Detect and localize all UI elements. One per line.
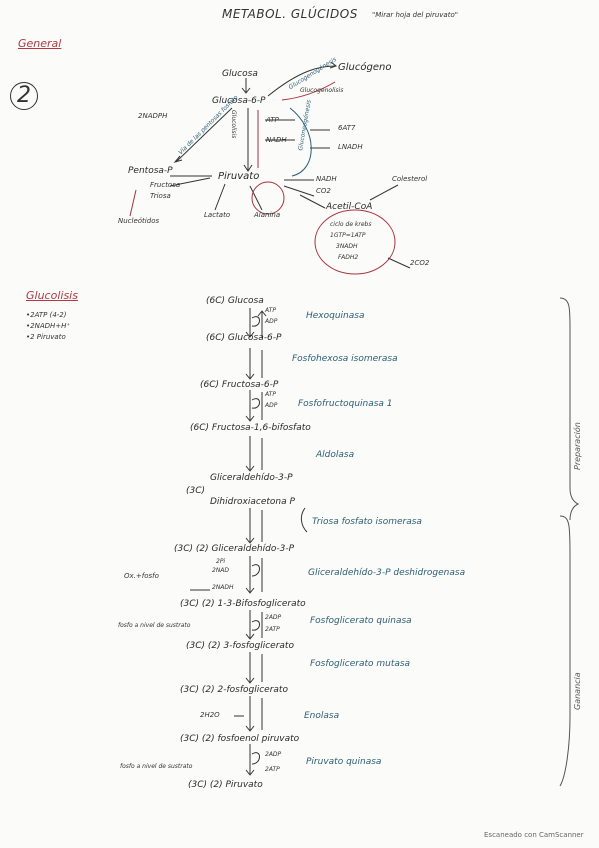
node-acetil-coa: Acetil-CoA xyxy=(326,202,373,212)
note-fosfo-sustrato-2: fosfo a nivel de sustrato xyxy=(120,763,193,770)
node-glucosa: Glucosa xyxy=(222,69,258,79)
node-glucosa-6-p: Glucosa-6-P xyxy=(212,96,266,106)
step-g3p-nad: 2NAD xyxy=(212,567,230,574)
step-gliceraldehido-3-p: Gliceraldehído-3-P xyxy=(210,473,293,483)
node-nucleotidos: Nucleótidos xyxy=(118,217,160,225)
krebs-line-4: FADH2 xyxy=(338,254,359,261)
section-number: 2 xyxy=(10,82,38,110)
enzyme-fosfoglicerato-mutasa: Fosfoglicerato mutasa xyxy=(310,659,411,669)
step-13bpg-adp: 2ADP xyxy=(265,614,282,621)
page-title: METABOL. GLÚCIDOS xyxy=(222,7,358,21)
enzyme-fosfofructoquinasa: Fosfofructoquinasa 1 xyxy=(298,399,393,409)
node-2co2: 2CO2 xyxy=(410,259,430,267)
enzyme-triosa-fosfato-isomerasa: Triosa fosfato isomerasa xyxy=(312,517,422,527)
step-gliceraldehido-3-p-2: (3C) (2) Gliceraldehído-3-P xyxy=(174,544,295,554)
node-2nadph: 2NADPH xyxy=(138,112,168,120)
step-pep-atp: 2ATP xyxy=(265,766,280,773)
enzyme-aldolasa: Aldolasa xyxy=(316,450,355,460)
step-fructosa-adp: ADP xyxy=(265,402,278,409)
node-fructosa: Fructosa xyxy=(150,181,181,189)
node-pentosa-p: Pentosa-P xyxy=(128,166,173,176)
step-fructosa-16-bifosfato: (6C) Fructosa-1,6-bifosfato xyxy=(190,423,311,433)
enzyme-g3p-deshidrogenasa: Gliceraldehído-3-P deshidrogenasa xyxy=(308,568,466,578)
node-triosa: Triosa xyxy=(150,192,171,200)
enzyme-piruvato-quinasa: Piruvato quinasa xyxy=(306,757,382,767)
enzyme-hexoquinasa: Hexoquinasa xyxy=(306,311,365,321)
step-13bpg-atp: 2ATP xyxy=(265,626,280,633)
step-glucosa: (6C) Glucosa xyxy=(206,296,264,306)
enzyme-fosfohexosa-isomerasa: Fosfohexosa isomerasa xyxy=(292,354,398,364)
node-alanina: Alanina xyxy=(254,211,281,219)
node-lactato: Lactato xyxy=(204,211,231,219)
note-fosfo-sustrato-1: fosfo a nivel de sustrato xyxy=(118,622,191,629)
step-fructosa-atp: ATP xyxy=(265,391,276,398)
general-header: General xyxy=(18,37,62,50)
step-g3p-pi: 2Pi xyxy=(216,558,226,565)
node-nadh-2: NADH xyxy=(316,175,337,183)
summary-nadh: •2NADH+H⁺ xyxy=(26,322,71,330)
node-glucogenolisis: Glucogenolisis xyxy=(300,87,344,94)
step-g3p-nadh: 2NADH xyxy=(212,584,234,591)
step-glucosa-adp: ADP xyxy=(265,318,278,325)
step-piruvato: (3C) (2) Piruvato xyxy=(188,780,263,790)
node-co2: CO2 xyxy=(316,187,331,195)
krebs-line-2: 1GTP=1ATP xyxy=(330,232,366,239)
dihidroxi-3c: (3C) xyxy=(186,486,206,496)
node-nadh: NADH xyxy=(266,136,287,144)
step-3-fosfoglicerato: (3C) (2) 3-fosfoglicerato xyxy=(186,641,294,651)
node-atp: ATP xyxy=(266,116,279,124)
step-glucosa-atp: ATP xyxy=(265,307,276,314)
phase-preparacion: Preparación xyxy=(573,422,582,470)
node-lnadh: LNADH xyxy=(338,143,363,151)
node-glucogeno: Glucógeno xyxy=(338,62,392,73)
step-dihidroxiacetona-p: Dihidroxiacetona P xyxy=(210,497,295,507)
step-2-fosfoglicerato: (3C) (2) 2-fosfoglicerato xyxy=(180,685,288,695)
scanner-watermark: Escaneado con CamScanner xyxy=(484,831,584,839)
phase-ganancia: Ganancia xyxy=(573,672,582,710)
node-piruvato: Piruvato xyxy=(218,171,260,182)
step-fructosa-6-p: (6C) Fructosa-6-P xyxy=(200,380,279,390)
page-subtitle: "Mirar hoja del piruvato" xyxy=(372,11,458,19)
summary-piruvato: •2 Piruvato xyxy=(26,333,66,341)
node-colesterol: Colesterol xyxy=(392,175,428,183)
step-13-bifosfoglicerato: (3C) (2) 1-3-Bifosfoglicerato xyxy=(180,599,306,609)
node-glucolisis-vertical: Glucolisis xyxy=(230,110,237,139)
step-glucosa-6-p: (6C) Glucosa-6-P xyxy=(206,333,282,343)
summary-atp: •2ATP (4-2) xyxy=(26,311,67,319)
krebs-line-3: 3NADH xyxy=(336,243,358,250)
step-fosfoenol-piruvato: (3C) (2) fosfoenol piruvato xyxy=(180,734,300,744)
note-ox-fosfo: Ox.+fosfo xyxy=(124,572,159,580)
glucolisis-header: Glucolisis xyxy=(26,289,78,302)
krebs-line-1: ciclo de krebs xyxy=(330,221,372,228)
enzyme-enolasa: Enolasa xyxy=(304,711,340,721)
step-2pg-h2o: 2H2O xyxy=(200,711,220,719)
enzyme-fosfoglicerato-quinasa: Fosfoglicerato quinasa xyxy=(310,616,412,626)
node-6atp: 6AT7 xyxy=(338,124,356,132)
step-pep-adp: 2ADP xyxy=(265,751,282,758)
